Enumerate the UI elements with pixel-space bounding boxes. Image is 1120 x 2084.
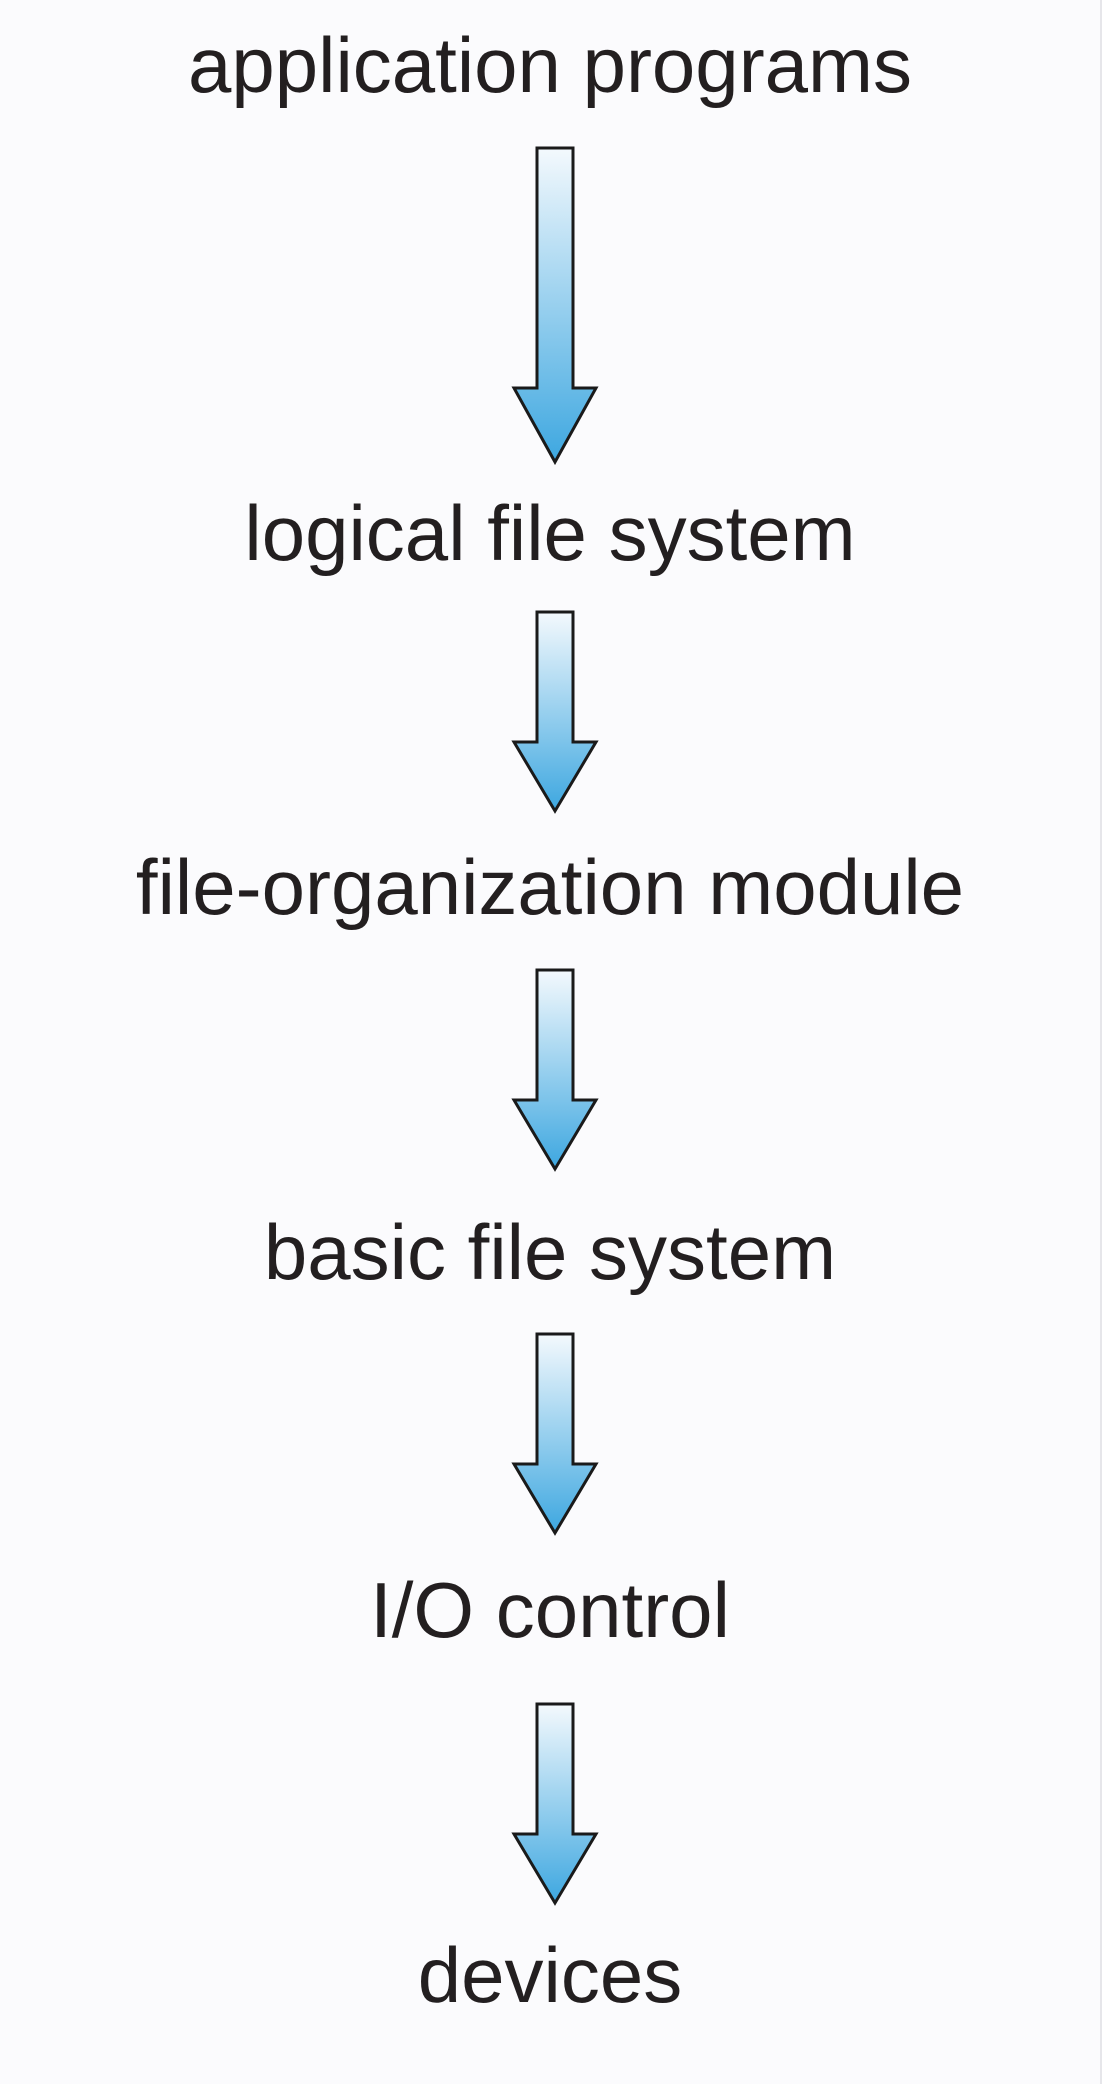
down-arrow-icon <box>510 146 600 466</box>
down-arrow-icon <box>510 1702 600 1907</box>
down-arrow-icon <box>510 1332 600 1537</box>
down-arrow-icon <box>510 610 600 815</box>
layer-logical-file-system: logical file system <box>244 489 856 577</box>
layer-application-programs: application programs <box>187 21 913 109</box>
layer-devices: devices <box>417 1931 683 2019</box>
down-arrow-icon <box>510 968 600 1173</box>
layer-basic-file-system: basic file system <box>263 1208 837 1296</box>
layer-io-control: I/O control <box>370 1566 730 1654</box>
layer-file-organization-module: file-organization module <box>135 843 965 931</box>
